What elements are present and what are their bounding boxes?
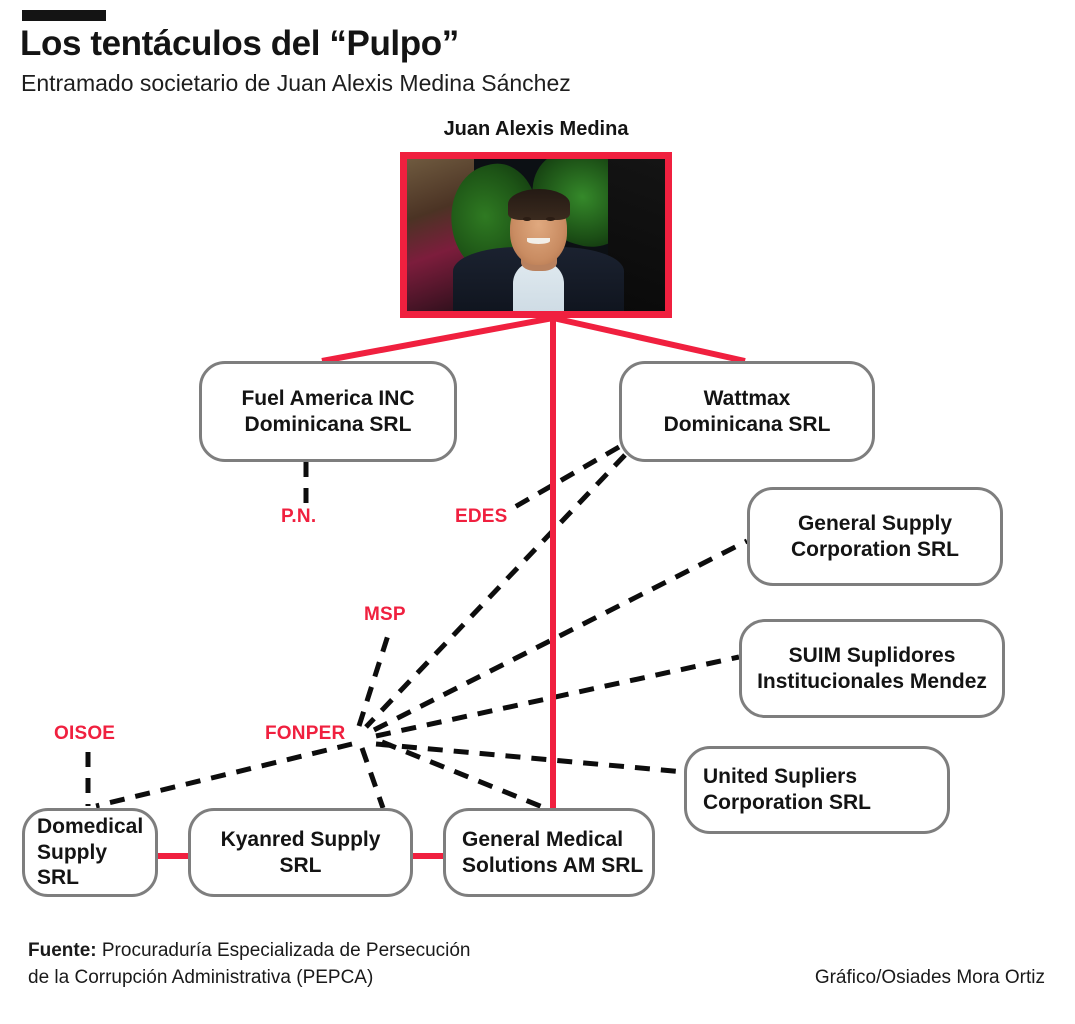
institution-label-pn: P.N. <box>281 506 317 527</box>
institution-label-edes: EDES <box>455 506 508 527</box>
page-title: Los tentáculos del “Pulpo” <box>20 24 459 63</box>
page-subtitle: Entramado societario de Juan Alexis Medi… <box>21 70 571 96</box>
edge-fonper-kyanred <box>359 747 386 809</box>
photo-illustration <box>407 159 665 311</box>
center-person-photo <box>400 152 672 318</box>
edge-medina-wattmax <box>552 315 746 364</box>
edge-fonper-domedical <box>95 741 353 809</box>
source-label: Fuente: <box>28 940 97 961</box>
source-note: Fuente: Procuraduría Especializada de Pe… <box>28 938 471 992</box>
node-kyanred[interactable]: Kyanred Supply SRL <box>188 808 413 897</box>
edge-fonper-general-medical <box>381 739 546 811</box>
edge-fonper-msp <box>356 628 393 727</box>
edge-fonper-general-supply <box>372 538 749 733</box>
institution-label-oisoe: OISOE <box>54 723 116 744</box>
graphic-credit: Gráfico/Osiades Mora Ortiz <box>814 967 1045 988</box>
center-person-caption: Juan Alexis Medina <box>443 118 629 140</box>
institution-label-fonper: FONPER <box>265 723 346 744</box>
header-rule <box>22 10 106 21</box>
edge-wattmax-edes <box>511 444 621 511</box>
edge-medina-fuel-america <box>321 315 554 364</box>
edge-fonper-suim <box>375 654 740 739</box>
institution-label-msp: MSP <box>364 604 406 625</box>
source-line-1: Procuraduría Especializada de Persecució… <box>96 940 471 961</box>
source-line-2: de la Corrupción Administrativa (PEPCA) <box>28 966 374 988</box>
edge-wattmax-fonper <box>364 453 627 729</box>
node-label: Kyanred Supply SRL <box>220 827 381 877</box>
